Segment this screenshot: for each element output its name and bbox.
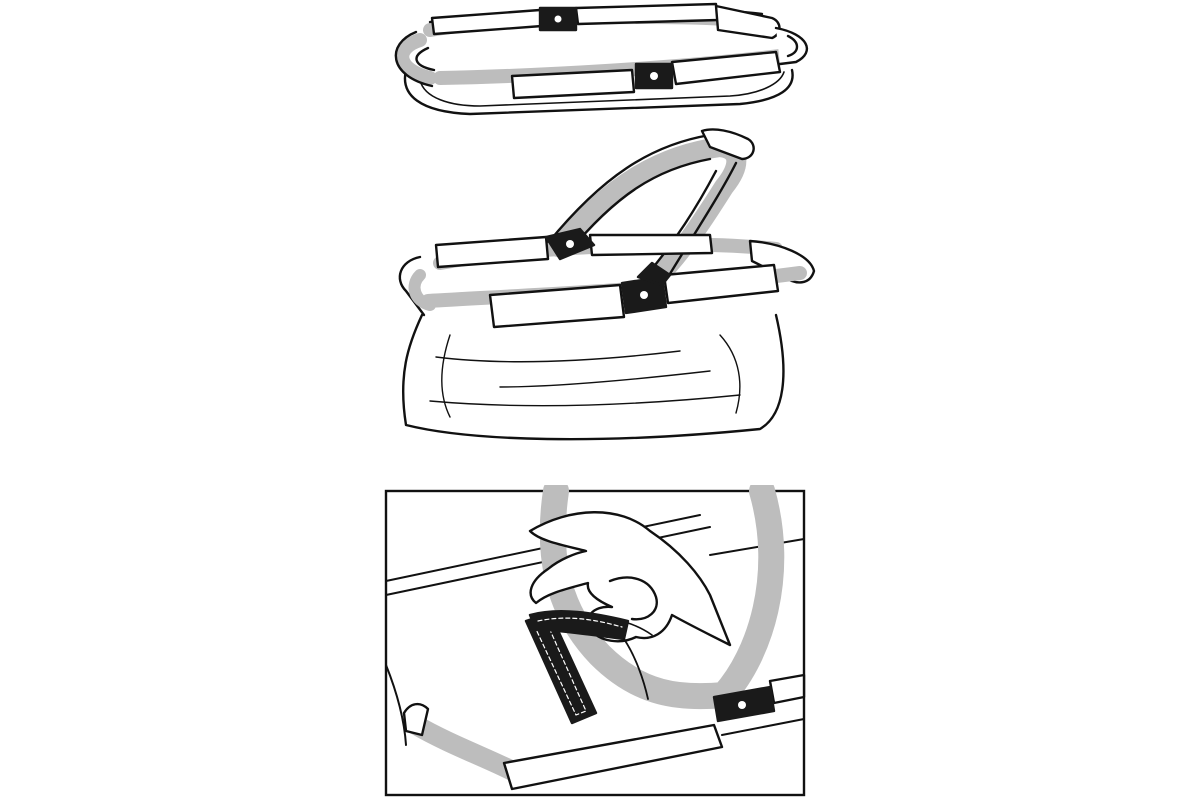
handle-grip-left <box>700 128 755 161</box>
open-basket-icon <box>398 128 816 441</box>
folded-far-sleeve-left <box>430 8 544 36</box>
folded-far-sleeve-right <box>574 2 720 26</box>
detail-basket-left-wall <box>385 664 407 746</box>
folded-near-sleeve-right <box>670 50 782 86</box>
detail-bottom-sleeve-right <box>768 673 806 705</box>
folded-fabric-base <box>403 68 794 116</box>
detail-bottom-sleeve-left <box>402 702 430 737</box>
folded-near-hinge <box>634 62 674 90</box>
open-far-sleeve-right <box>588 233 714 257</box>
detail-basket-edge-right <box>709 538 805 556</box>
open-near-sleeve-left <box>488 283 626 329</box>
folded-left-curve-grey <box>395 33 437 85</box>
open-far-rivet <box>566 240 574 248</box>
open-near-sleeve-right <box>662 263 780 305</box>
detail-bottom-sleeve-mid <box>502 723 724 791</box>
open-near-rivet <box>640 291 648 299</box>
folded-left-curve-outline-outer <box>394 30 434 88</box>
folded-fabric-edge <box>419 71 785 107</box>
folded-near-sleeve-left <box>510 68 636 100</box>
detail-thumb <box>608 576 658 621</box>
hand-velcro-icon <box>384 485 806 797</box>
handle-outline-left <box>546 133 712 245</box>
handle-outline-right <box>660 161 738 289</box>
detail-rivet <box>738 701 746 709</box>
basket-fabric-body <box>401 313 785 441</box>
folded-left-curve-outline-inner <box>415 46 436 72</box>
folded-near-rivet <box>650 72 658 80</box>
fabric-crease-1 <box>435 350 681 363</box>
folded-far-end-right <box>714 4 781 40</box>
folded-basket-icon <box>394 2 809 116</box>
fabric-crease-2 <box>499 370 711 388</box>
open-far-sleeve-left <box>434 235 550 269</box>
detail-flap-tip <box>623 638 649 700</box>
detail-flap-stitch <box>537 617 623 628</box>
open-handle-joint-near <box>636 261 672 287</box>
fabric-crease-5 <box>719 334 741 414</box>
folded-far-rivet <box>554 15 562 23</box>
fabric-crease-4 <box>441 334 451 418</box>
detail-bottom-rail-right <box>721 718 805 736</box>
folded-right-end-inner <box>786 34 799 58</box>
fabric-crease-3 <box>429 394 741 407</box>
handle-grey <box>548 137 747 293</box>
folded-right-end <box>774 26 809 66</box>
